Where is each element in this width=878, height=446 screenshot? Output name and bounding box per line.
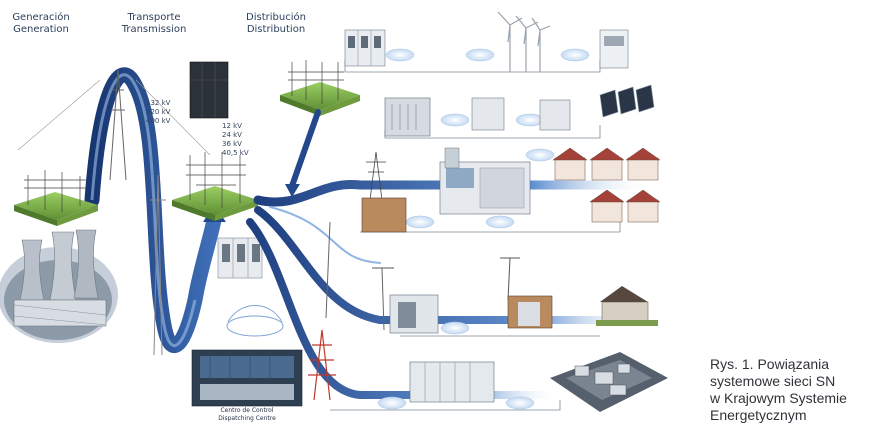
header-transmission-en: Transmission <box>121 24 187 35</box>
solar-branch <box>384 84 655 137</box>
control-centre-label-es: Centro de Control <box>220 407 274 414</box>
voltage-label: 400 kV <box>146 117 171 125</box>
feeder-lines <box>246 81 655 399</box>
control-centre-label-en: Dispatching Centre <box>218 415 276 422</box>
dispatching-centre <box>191 305 303 407</box>
voltage-label: 12 kV <box>222 122 242 130</box>
figure-caption: Rys. 1. Powiązania systemowe sieci SN w … <box>710 356 875 424</box>
header-generation: Generación Generation <box>6 12 76 36</box>
voltage-label: 220 kV <box>146 108 171 116</box>
distribution-substation <box>280 60 360 197</box>
cable-blobs <box>377 48 590 410</box>
header-distribution: Distribución Distribution <box>238 12 314 36</box>
voltage-label: 132 kV <box>146 99 171 107</box>
caption-line: Rys. 1. Powiązania <box>710 356 830 372</box>
rural-branch <box>325 221 658 334</box>
caption-line: w Krajowym Systemie <box>710 390 847 406</box>
header-generation-en: Generation <box>13 24 69 35</box>
control-centre-label: Centro de Control Dispatching Centre <box>192 407 302 423</box>
transmission-voltage-list: 132 kV 220 kV 400 kV <box>146 99 170 126</box>
distribution-voltage-list: 12 kV 24 kV 36 kV 40,5 kV <box>222 122 249 158</box>
header-distribution-en: Distribution <box>246 24 306 35</box>
wind-farm-branch <box>344 11 629 72</box>
transmission-tower <box>17 69 211 356</box>
header-distribution-es: Distribución <box>246 12 306 23</box>
caption-line: systemowe sieci SN <box>710 373 836 389</box>
urban-branch <box>361 147 661 233</box>
header-transmission-es: Transporte <box>127 12 181 23</box>
transmission-substation <box>172 61 263 279</box>
header-generation-es: Generación <box>12 12 70 23</box>
voltage-label: 36 kV <box>222 140 242 148</box>
header-transmission: Transporte Transmission <box>112 12 196 36</box>
industrial-branch <box>308 329 668 412</box>
voltage-label: 24 kV <box>222 131 242 139</box>
generation-station <box>0 170 118 343</box>
voltage-label: 40,5 kV <box>222 149 249 157</box>
caption-line: Energetycznym <box>710 407 807 423</box>
